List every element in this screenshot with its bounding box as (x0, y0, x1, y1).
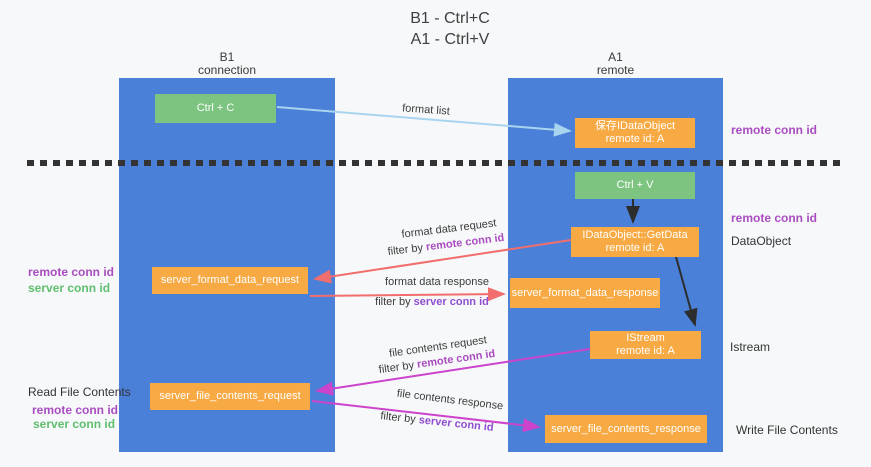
lifeline-header-a1: A1 remote (508, 51, 723, 77)
filter-by-text: filter by (379, 410, 420, 427)
server-format-data-response-label: server_format_data_response (511, 286, 659, 299)
filter-by-text: filter by (387, 241, 427, 259)
save-idataobject-line1: 保存IDataObject (594, 120, 676, 132)
dataobject-label: DataObject (731, 234, 792, 248)
left2-remote-conn-id-label: remote conn id (32, 403, 119, 417)
lifeline-a1-role: remote (596, 63, 635, 77)
server-conn-id-text: server conn id (418, 414, 495, 434)
title-line-1: B1 - Ctrl+C (410, 10, 490, 27)
phase-divider-dashed-line (27, 160, 842, 166)
server-file-contents-response-label: server_file_contents_response (551, 422, 701, 435)
server-file-contents-request-box: server_file_contents_request (150, 383, 310, 410)
read-file-contents-label: Read File Contents (28, 385, 131, 399)
save-idataobject-line2: remote id: A (605, 133, 665, 145)
write-file-contents-label: Write File Contents (736, 423, 838, 437)
right-mid-remote-conn-id-label: remote conn id (731, 211, 818, 225)
istream-box: IStream remote id: A (590, 331, 701, 359)
server-file-contents-request-label: server_file_contents_request (159, 390, 301, 402)
ctrl-c-box: Ctrl + C (155, 94, 276, 123)
filter-by-server-conn-id-label-1: filter by server conn id (375, 296, 489, 308)
server-format-data-response-box: server_format_data_response (510, 278, 660, 308)
lifeline-a1-name: A1 (608, 50, 623, 64)
filter-by-text: filter by (375, 296, 414, 308)
server-format-data-request-box: server_format_data_request (152, 267, 308, 294)
diagram-title: B1 - Ctrl+C A1 - Ctrl+V (30, 8, 870, 50)
getdata-box: IDataObject::GetData remote id: A (571, 227, 699, 257)
lifeline-b1-name: B1 (219, 50, 235, 64)
lifeline-b1-role: connection (197, 63, 257, 77)
server-file-contents-response-box: server_file_contents_response (545, 415, 707, 443)
filter-by-server-conn-id-label-2: filter by server conn id (380, 410, 494, 434)
istream-side-label: Istream (730, 340, 771, 354)
title-line-2: A1 - Ctrl+V (410, 31, 490, 48)
lifeline-header-b1: B1 connection (119, 51, 335, 77)
server-format-data-request-label: server_format_data_request (160, 274, 300, 286)
left-server-conn-id-label: server conn id (28, 281, 111, 295)
ctrl-c-label: Ctrl + C (196, 102, 235, 114)
getdata-line1: IDataObject::GetData (582, 229, 688, 241)
save-idataobject-box: 保存IDataObject remote id: A (575, 118, 695, 148)
filter-by-text: filter by (378, 358, 418, 377)
istream-line2: remote id: A (616, 345, 675, 357)
format-data-response-edge-label: format data response (385, 276, 489, 288)
right-top-remote-conn-id-label: remote conn id (731, 123, 818, 137)
left2-server-conn-id-label: server conn id (33, 417, 116, 431)
getdata-line2: remote id: A (605, 242, 665, 254)
ctrl-v-label: Ctrl + V (616, 179, 654, 191)
server-conn-id-text: server conn id (413, 296, 489, 308)
ctrl-v-box: Ctrl + V (575, 172, 695, 199)
istream-line1: IStream (626, 332, 665, 344)
format-list-edge-label: format list (401, 102, 451, 118)
left-remote-conn-id-label: remote conn id (28, 265, 115, 279)
file-contents-response-edge-label: file contents response (396, 387, 504, 413)
